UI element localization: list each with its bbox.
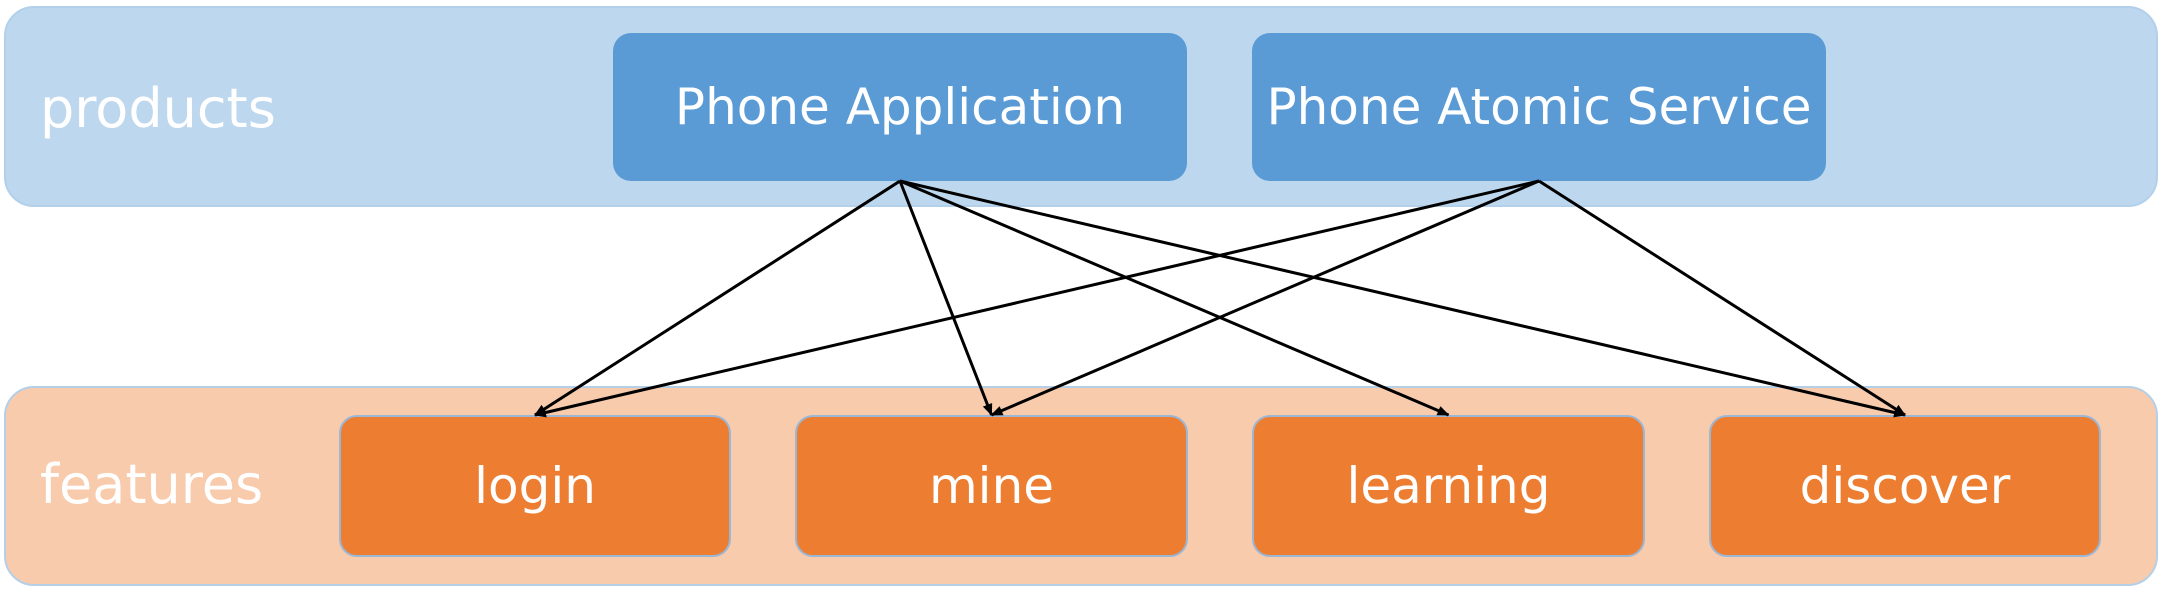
product-node-label: Phone Atomic Service: [1266, 78, 1812, 136]
edge-phone-application-to-learning: [899, 179, 1450, 417]
product-node-phone-atomic-service: Phone Atomic Service: [1252, 33, 1826, 181]
edge-phone-application-to-discover: [899, 179, 1906, 418]
edge-phone-application-to-mine: [898, 180, 993, 416]
feature-node-label: mine: [928, 457, 1055, 515]
edge-phone-application-to-login: [534, 179, 901, 417]
edge-phone-atomic-service-to-login: [534, 179, 1540, 418]
feature-node-learning: learning: [1252, 415, 1645, 557]
edge-phone-atomic-service-to-discover: [1538, 179, 1906, 417]
feature-node-label: discover: [1799, 457, 2011, 515]
feature-node-label: learning: [1346, 457, 1551, 515]
feature-node-label: login: [474, 457, 596, 515]
product-node-label: Phone Application: [674, 78, 1126, 136]
features-layer-label: features: [40, 453, 264, 516]
product-node-phone-application: Phone Application: [613, 33, 1187, 181]
feature-node-discover: discover: [1709, 415, 2101, 557]
products-layer-label: products: [40, 77, 276, 140]
edge-phone-atomic-service-to-mine: [990, 179, 1540, 417]
feature-node-login: login: [339, 415, 731, 557]
feature-node-mine: mine: [795, 415, 1188, 557]
